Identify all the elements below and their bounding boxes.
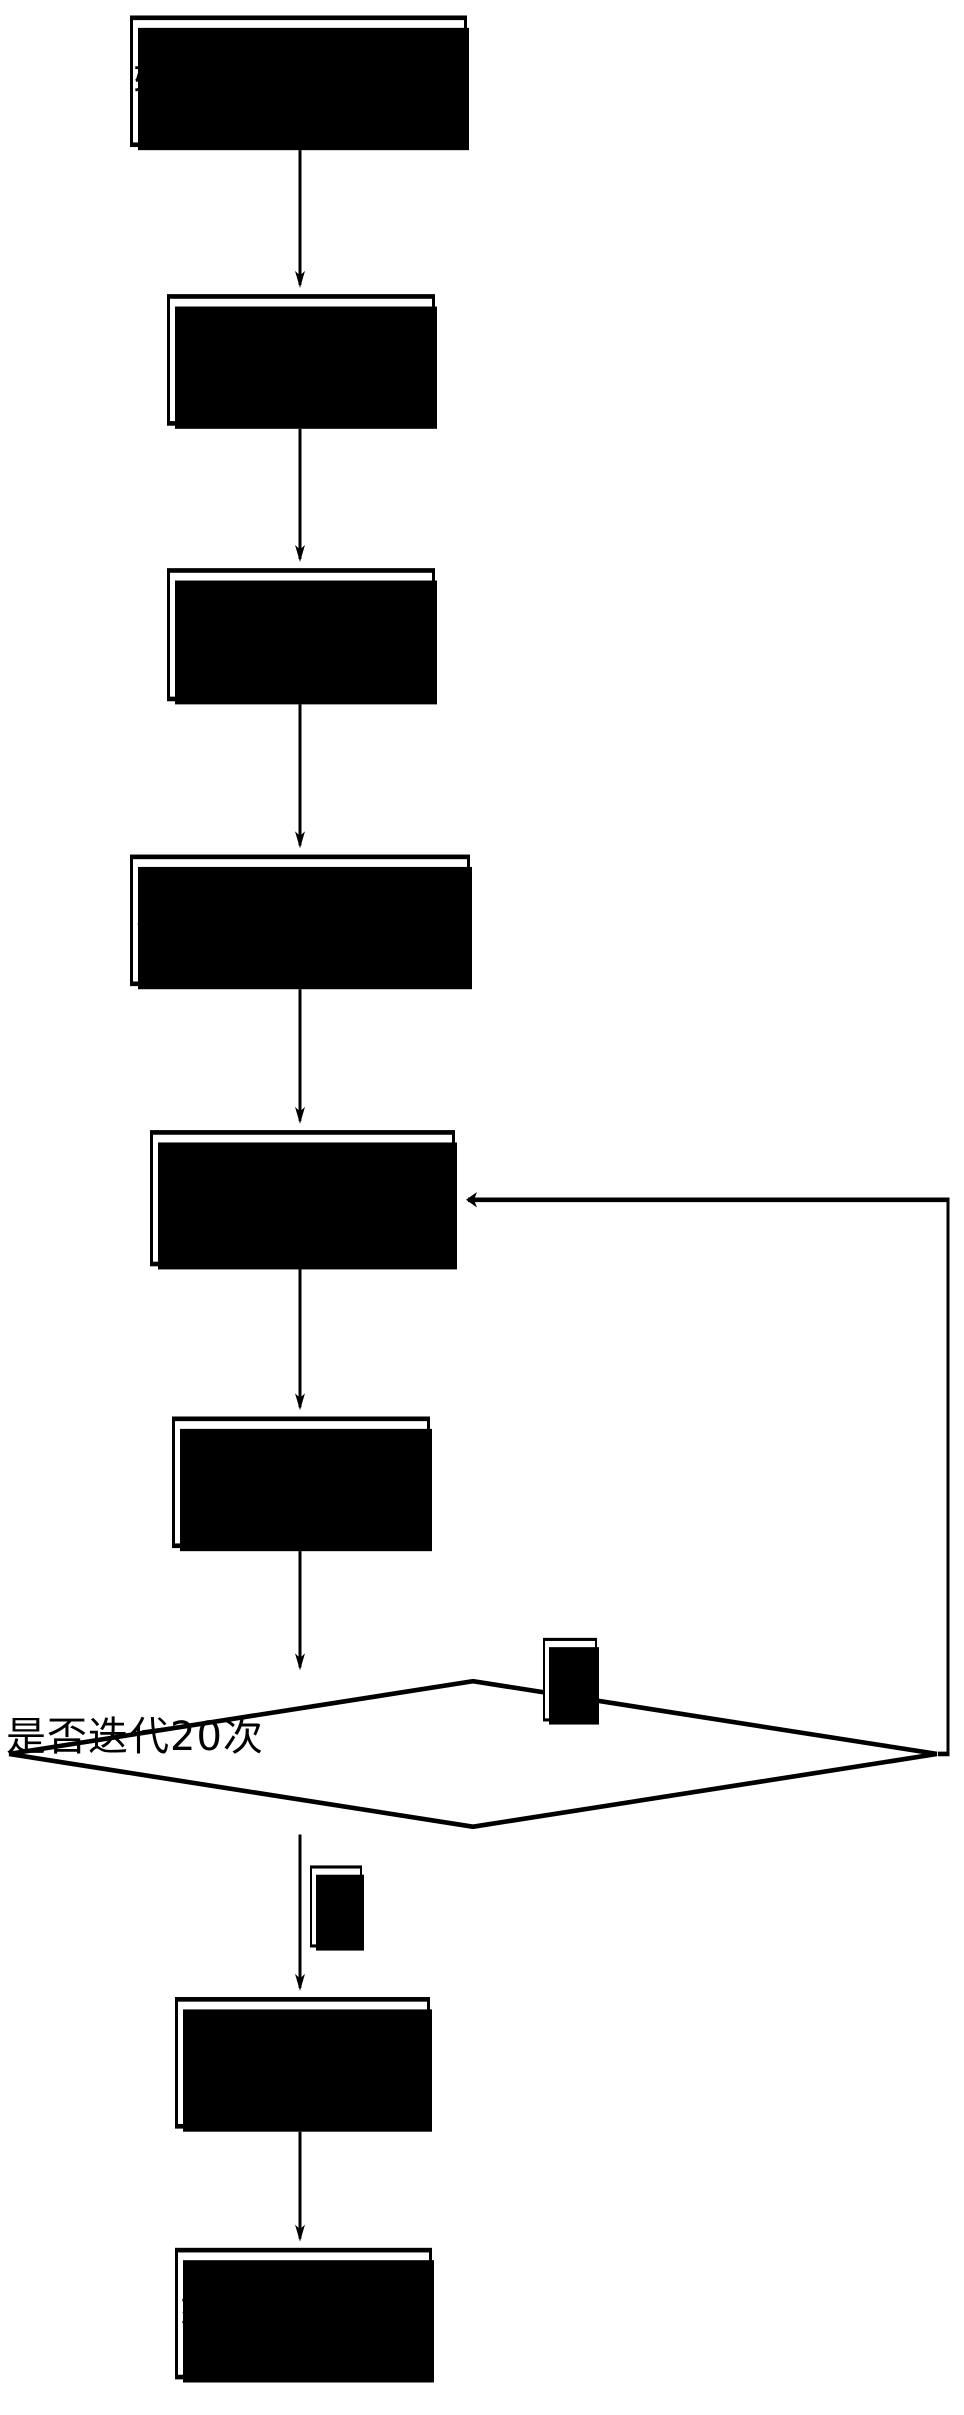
branch-label-yes: 是 — [310, 1865, 364, 1951]
node-final-class[interactable]: 最终分类 — [175, 1997, 432, 2132]
node-init-qpso[interactable]: 初始化量子粒子群 — [130, 854, 472, 990]
node-input-sar-label: 输入极化SAR数据 — [133, 58, 464, 105]
node-final-class-label: 最终分类 — [220, 2039, 385, 2086]
node-compute-membership-label: 计算像素隶属度 — [159, 1175, 446, 1222]
node-output-result[interactable]: 输出分类结果 — [175, 2247, 434, 2383]
branch-label-no-text: 否 — [555, 1665, 585, 1701]
node-decision-iterate-20[interactable]: 是否迭代20次 — [6, 1677, 940, 1832]
node-extract-features[interactable]: 提取散射特征 — [167, 294, 437, 429]
edge-feedback-no-loop — [466, 1192, 950, 1757]
node-decision-iterate-20-label: 是否迭代20次 — [6, 1713, 264, 1760]
node-input-sar[interactable]: 输入极化SAR数据 — [130, 15, 469, 151]
node-initial-class-label: 初始分类 — [219, 611, 383, 658]
node-update-position[interactable]: 更新粒子位置 — [172, 1416, 432, 1552]
node-extract-features-label: 提取散射特征 — [178, 336, 424, 383]
node-compute-membership[interactable]: 计算像素隶属度 — [150, 1130, 457, 1270]
node-init-qpso-label: 初始化量子粒子群 — [136, 897, 464, 944]
node-output-result-label: 输出分类结果 — [180, 2290, 427, 2337]
node-update-position-label: 更新粒子位置 — [178, 1459, 424, 1506]
node-initial-class[interactable]: 初始分类 — [167, 568, 437, 705]
branch-label-no: 否 — [543, 1637, 599, 1725]
branch-label-yes-text: 是 — [321, 1892, 351, 1928]
